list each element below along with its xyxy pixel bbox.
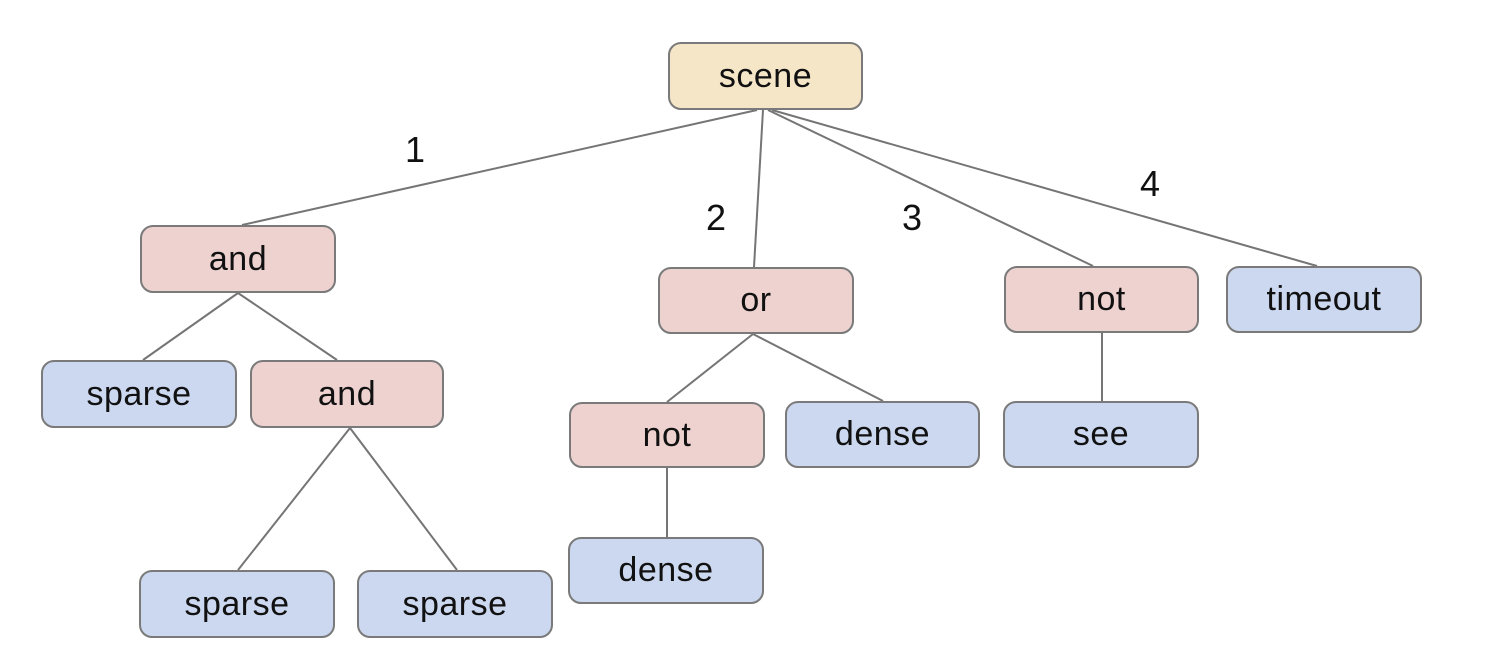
tree-node-and-2: and [250,360,444,428]
edge-label-2: 2 [706,197,726,238]
tree-node-scene: scene [668,42,863,110]
tree-node-not-2: not [569,402,765,468]
edge-or-1-to-not-2 [666,333,754,403]
edge-scene-to-timeout-1 [771,109,1318,267]
edge-label-3: 3 [902,197,922,238]
tree-node-and-1: and [140,225,336,293]
tree-node-label: dense [618,551,714,589]
tree-node-label: see [1072,415,1130,453]
tree-node-sparse-1: sparse [41,360,237,428]
edge-and-2-to-sparse-2 [237,427,351,571]
edge-scene-to-or-1 [753,109,764,268]
edge-scene-to-and-1 [241,109,758,226]
tree-node-sparse-3: sparse [357,570,553,638]
tree-node-dense-1: dense [785,401,980,468]
tree-node-timeout-1: timeout [1226,266,1422,333]
tree-node-see-1: see [1003,401,1199,468]
tree-node-label: sparse [184,584,290,623]
tree-node-or-1: or [658,267,854,334]
tree-node-sparse-2: sparse [139,570,335,638]
edge-label-4: 4 [1140,163,1160,204]
tree-node-dense-2: dense [568,537,764,604]
tree-node-label: not [642,415,692,454]
tree-node-label: or [740,281,772,319]
tree-node-label: and [208,239,268,278]
tree-node-not-1: not [1004,266,1199,333]
tree-node-label: scene [718,56,813,95]
tree-node-label: timeout [1266,280,1382,318]
edge-scene-to-not-1 [767,109,1094,267]
edge-label-1: 1 [405,129,425,170]
edge-or-1-to-dense-1 [752,333,884,402]
edge-and-1-to-and-2 [237,292,338,361]
tree-node-label: sparse [86,374,192,413]
tree-node-label: sparse [402,584,508,623]
tree-node-label: dense [834,415,931,453]
tree-node-label: not [1077,280,1126,318]
edge-and-1-to-sparse-1 [142,292,239,361]
tree-node-label: and [317,374,377,413]
edge-and-2-to-sparse-3 [349,427,458,571]
